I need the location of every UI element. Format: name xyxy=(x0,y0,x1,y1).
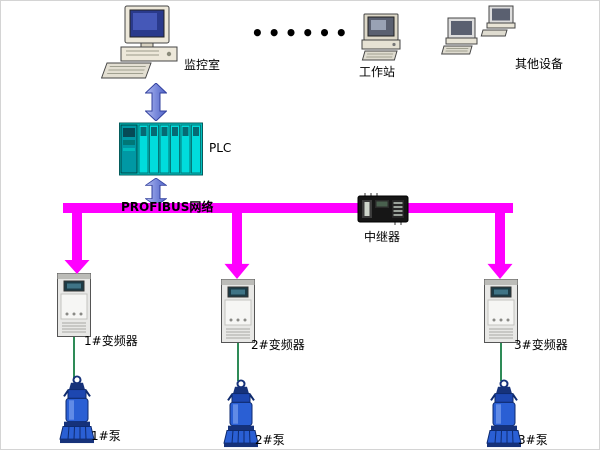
workstation-label: 工作站 xyxy=(359,65,396,79)
vfd-2-icon xyxy=(221,279,255,343)
bus-drop-arrow-1 xyxy=(64,212,90,274)
vfd-1-icon xyxy=(57,273,91,337)
other-devices-label: 其他设备 xyxy=(515,57,564,71)
pump-1-icon xyxy=(57,375,97,445)
pump-3-label: 3#泵 xyxy=(518,433,548,447)
monitor-room-computer-icon xyxy=(101,5,186,83)
cable-vfd2-pump2 xyxy=(237,343,239,381)
vfd-3-icon xyxy=(484,279,518,343)
vfd-2-label: 2#变频器 xyxy=(251,338,305,352)
ellipsis-dots: •••••• xyxy=(251,21,352,45)
vfd-3-label: 3#变频器 xyxy=(514,338,568,352)
cable-vfd3-pump3 xyxy=(500,343,502,381)
monitor-room-label: 监控室 xyxy=(184,58,221,72)
bus-drop-arrow-3 xyxy=(487,212,513,279)
profibus-network-label: PROFIBUS网络 xyxy=(121,200,214,214)
repeater-icon xyxy=(357,192,409,226)
pump-3-icon xyxy=(484,379,524,449)
repeater-label: 中继器 xyxy=(364,230,401,244)
link-arrow-computer-plc-icon xyxy=(145,83,167,121)
bus-drop-arrow-2 xyxy=(224,212,250,279)
pump-2-label: 2#泵 xyxy=(255,433,285,447)
link-arrow-plc-bus-icon xyxy=(145,178,167,206)
vfd-1-label: 1#变频器 xyxy=(84,334,138,348)
pump-2-icon xyxy=(221,379,261,449)
pump-1-label: 1#泵 xyxy=(91,429,121,443)
plc-icon xyxy=(119,120,203,178)
plc-label: PLC xyxy=(209,141,232,155)
cable-vfd1-pump1 xyxy=(73,337,75,379)
workstation-computer-icon xyxy=(353,13,408,63)
other-devices-icon xyxy=(439,5,519,60)
profibus-bus-bar xyxy=(63,203,513,213)
